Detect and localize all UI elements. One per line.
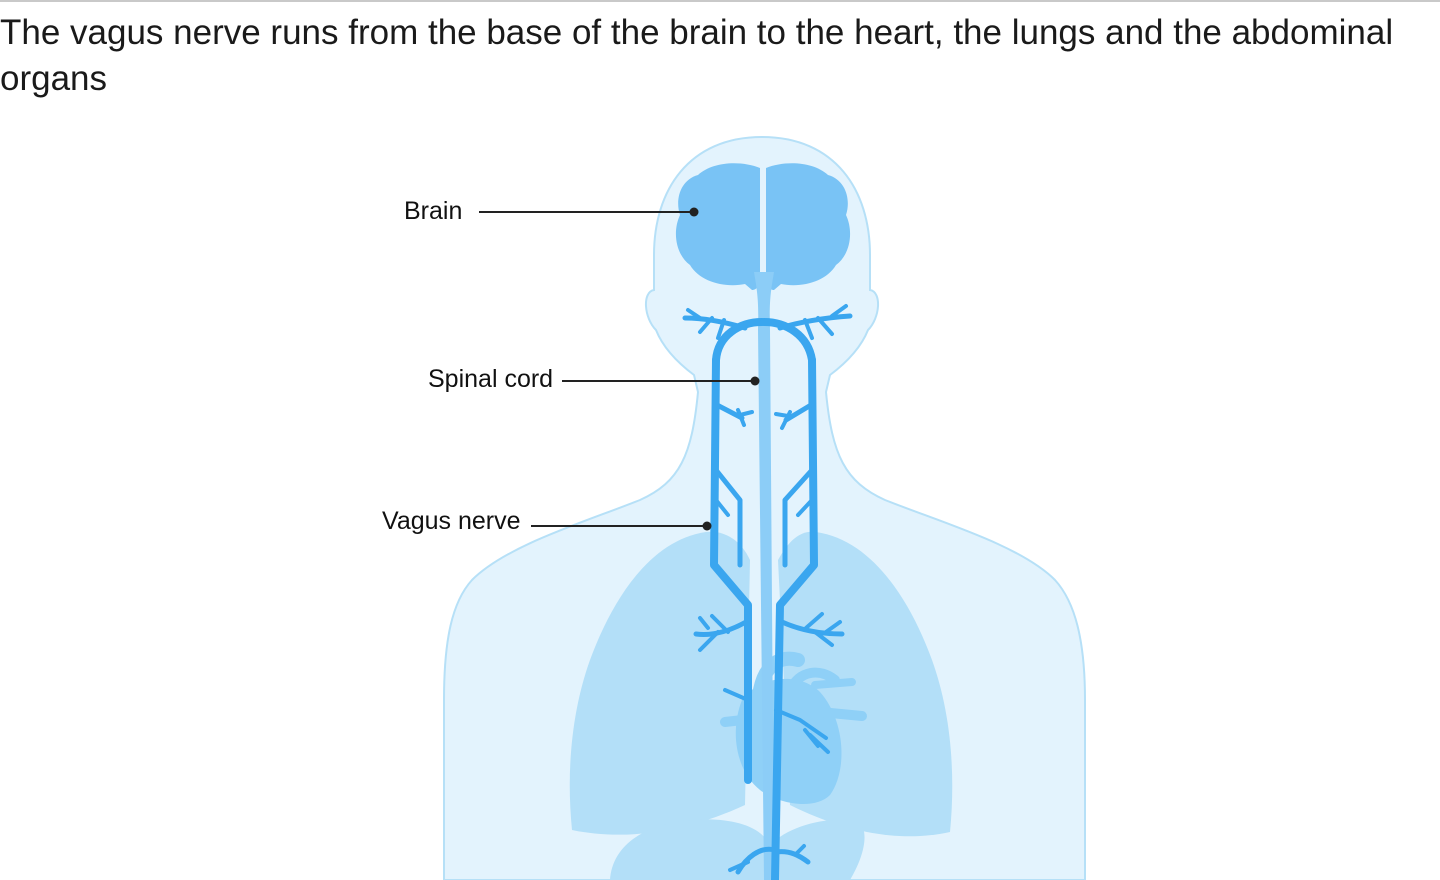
callout-vagus-nerve: Vagus nerve xyxy=(382,507,712,535)
callout-brain: Brain xyxy=(404,197,699,225)
vagus-nerve xyxy=(682,304,853,880)
spinal-cord xyxy=(754,272,774,880)
vagus-nerve-label: Vagus nerve xyxy=(382,507,521,535)
callout-spinal-cord: Spinal cord xyxy=(428,365,760,393)
spinal-cord-label: Spinal cord xyxy=(428,365,553,393)
liver xyxy=(610,819,865,880)
brain-leader-dot xyxy=(689,207,699,217)
headline: The vagus nerve runs from the base of th… xyxy=(0,13,1394,98)
brain xyxy=(675,163,851,290)
brain-label: Brain xyxy=(404,197,462,225)
left-lung xyxy=(569,531,750,835)
spinal-cord-leader-dot xyxy=(750,376,760,386)
vagus-nerve-leader-dot xyxy=(702,521,712,531)
top-rule xyxy=(0,0,1440,2)
